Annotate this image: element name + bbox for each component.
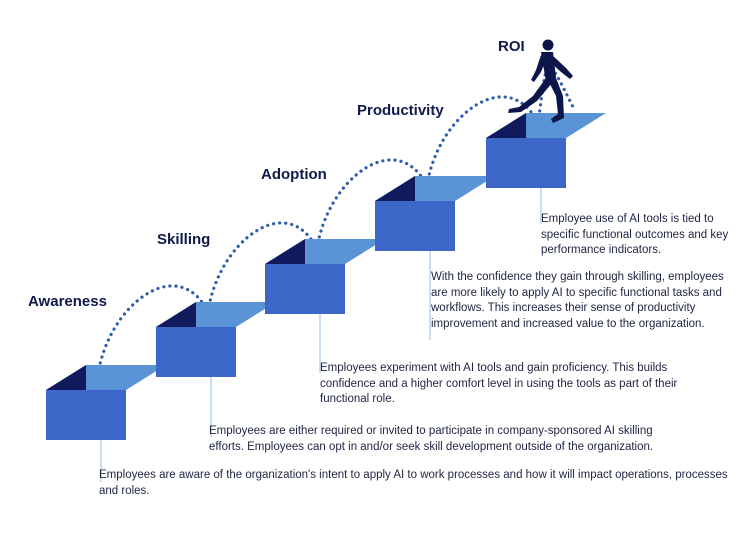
dotted-arc-productivity (425, 95, 540, 188)
walking-person-icon (508, 39, 573, 123)
block-front-face (486, 138, 566, 188)
stage-description-awareness: Employees are aware of the organization'… (99, 469, 728, 497)
step-block-adoption (265, 239, 385, 314)
stage-title-productivity: Productivity (357, 102, 444, 119)
step-block-productivity (375, 176, 495, 251)
dotted-arc-skilling (206, 221, 319, 314)
block-front-face (265, 264, 345, 314)
dotted-arc-adoption (315, 158, 429, 251)
block-front-face (156, 327, 236, 377)
stage-title-adoption: Adoption (261, 166, 327, 183)
stage-description-productivity: With the confidence they gain through sk… (431, 271, 724, 330)
step-block-skilling (156, 302, 276, 377)
stage-title-skilling: Skilling (157, 231, 211, 248)
block-front-face (375, 201, 455, 251)
dotted-arc-awareness (96, 284, 210, 377)
step-block-awareness (46, 365, 166, 440)
step-block-roi (486, 113, 606, 188)
stage-description-adoption: Employees experiment with AI tools and g… (320, 362, 678, 405)
stage-description-skilling: Employees are either required or invited… (209, 425, 654, 453)
stage-title-awareness: Awareness (28, 293, 107, 310)
block-front-face (46, 390, 126, 440)
stage-title-roi: ROI (498, 38, 525, 55)
stage-description-roi: Employee use of AI tools is tied to spec… (541, 213, 729, 256)
